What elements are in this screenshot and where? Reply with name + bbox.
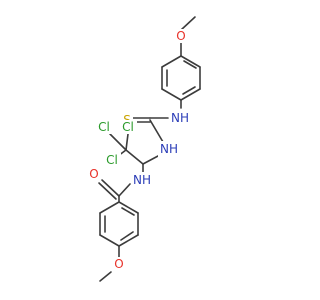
bond-nh-low-c xyxy=(118,183,131,197)
oxygen-atom-carbonyl: O xyxy=(89,167,98,181)
oxygen-atom-top: O xyxy=(176,29,185,43)
bonds xyxy=(98,16,201,282)
bond-c-o-2 xyxy=(98,182,117,200)
bond-bottom-ring-1 xyxy=(118,201,139,214)
bond-c-cl-1 xyxy=(125,133,129,151)
bond-top-ring-1 xyxy=(180,55,201,68)
bond-ch-ccl3 xyxy=(125,149,144,165)
nh-atom-lower: NH xyxy=(133,173,151,187)
bond-bottom-ring-inner-2 xyxy=(120,231,134,241)
bond-top-ring-inner-2 xyxy=(182,86,196,95)
chlorine-atom-3: Cl xyxy=(106,153,118,167)
bond-bottom-methyl xyxy=(99,271,112,282)
bond-c-cl-2 xyxy=(109,133,127,151)
nh-atom-top: NH xyxy=(171,111,189,125)
bond-bottom-ring-6 xyxy=(99,201,120,214)
bond-bottom-ring-inner-1 xyxy=(121,207,135,216)
bond-bottom-ring-4 xyxy=(99,234,120,247)
nh-atom-middle: NH xyxy=(160,142,178,156)
molecule-structure-diagram: O NH S NH Cl Cl Cl NH O O xyxy=(87,16,201,282)
bond-c-nh-mid xyxy=(149,119,164,143)
bond-top-ring-4 xyxy=(161,88,182,101)
bond-nh-mid-ch xyxy=(142,155,159,165)
bond-top-ring-3 xyxy=(180,88,201,101)
oxygen-atom-bottom: O xyxy=(114,257,123,271)
bond-c-o-1 xyxy=(101,179,120,197)
bond-top-ring-inner-1 xyxy=(183,60,197,69)
bond-top-ring-6 xyxy=(161,55,182,68)
atom-labels: O NH S NH Cl Cl Cl NH O O xyxy=(87,29,191,271)
bond-bottom-ring-3 xyxy=(118,234,139,247)
chlorine-atom-2: Cl xyxy=(98,120,110,134)
bond-top-methyl xyxy=(180,16,196,31)
chlorine-atom-1: Cl xyxy=(122,120,134,134)
